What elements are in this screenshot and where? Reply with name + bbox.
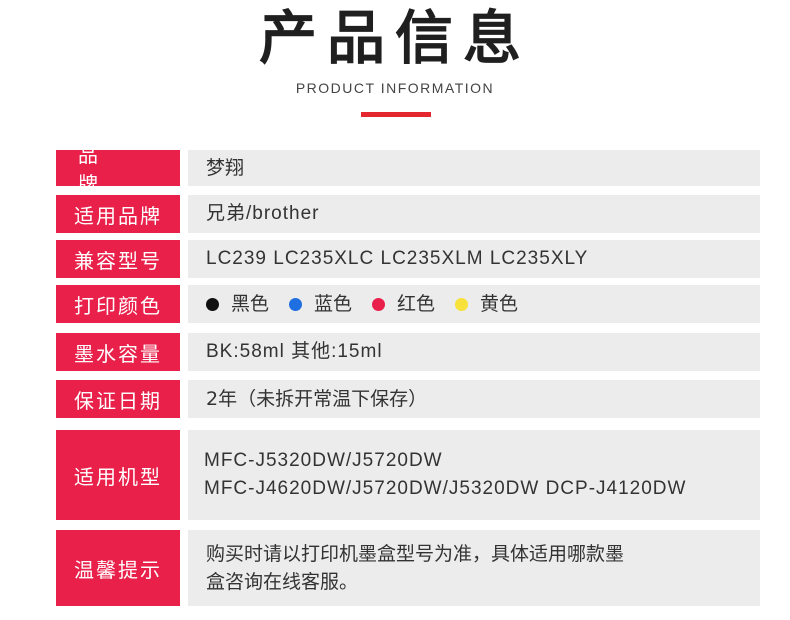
page-title: 产品信息	[258, 4, 531, 72]
color-item-black: 黑色	[206, 290, 269, 318]
yellow-dot-icon	[455, 297, 469, 311]
tip-line-1: 购买时请以打印机墨盒型号为准，具体适用哪款墨	[206, 543, 625, 565]
row-value-brand: 梦翔	[188, 150, 760, 186]
color-item-red: 红色	[372, 290, 435, 318]
row-tips: 温馨提示 购买时请以打印机墨盒型号为准，具体适用哪款墨 盒咨询在线客服。	[56, 530, 760, 606]
row-label-model: 兼容型号	[56, 240, 180, 278]
row-value-capacity: BK:58ml 其他:15ml	[188, 333, 760, 371]
row-warranty: 保证日期 2年（未拆开常温下保存）	[56, 380, 760, 418]
row-value-tips: 购买时请以打印机墨盒型号为准，具体适用哪款墨 盒咨询在线客服。	[188, 530, 760, 606]
color-name: 红色	[397, 293, 436, 315]
row-model: 兼容型号 LC239 LC235XLC LC235XLM LC235XLY	[56, 240, 760, 278]
black-dot-icon	[206, 297, 219, 311]
row-label-applicable-brand: 适用品牌	[56, 195, 180, 233]
color-name: 蓝色	[314, 293, 353, 315]
row-capacity: 墨水容量 BK:58ml 其他:15ml	[56, 333, 760, 371]
row-label-print-colors: 打印颜色	[56, 285, 180, 323]
page-subtitle: PRODUCT INFORMATION	[295, 80, 495, 96]
row-applicable-brand: 适用品牌 兄弟/brother	[56, 195, 760, 233]
machine-line-2: MFC-J4620DW/J5720DW/J5320DW DCP-J4120DW	[204, 478, 687, 499]
machine-line-1: MFC-J5320DW/J5720DW	[204, 450, 443, 471]
color-list: 黑色 蓝色 红色 黄色	[206, 290, 760, 318]
row-value-applicable-brand: 兄弟/brother	[188, 195, 760, 233]
title-accent-bar	[361, 112, 431, 117]
red-dot-icon	[372, 297, 386, 311]
row-print-colors: 打印颜色 黑色 蓝色 红色 黄色	[56, 285, 760, 323]
row-brand: 品 牌 梦翔	[56, 143, 760, 196]
page-header: 产品信息 PRODUCT INFORMATION	[0, 0, 790, 120]
row-value-warranty: 2年（未拆开常温下保存）	[188, 380, 760, 418]
row-value-machines: MFC-J5320DW/J5720DW MFC-J4620DW/J5720DW/…	[188, 430, 760, 520]
color-item-yellow: 黄色	[455, 290, 518, 318]
row-label-warranty: 保证日期	[56, 380, 180, 418]
row-label-machines: 适用机型	[56, 430, 180, 520]
color-name: 黄色	[480, 293, 519, 315]
row-label-tips: 温馨提示	[56, 530, 180, 606]
blue-dot-icon	[289, 297, 303, 311]
tip-line-2: 盒咨询在线客服。	[206, 571, 359, 593]
row-value-print-colors: 黑色 蓝色 红色 黄色	[188, 285, 760, 323]
row-label-capacity: 墨水容量	[56, 333, 180, 371]
row-value-model: LC239 LC235XLC LC235XLM LC235XLY	[188, 240, 760, 278]
row-label-brand: 品 牌	[56, 143, 180, 196]
color-name: 黑色	[231, 293, 270, 315]
color-item-blue: 蓝色	[289, 290, 352, 318]
row-machines: 适用机型 MFC-J5320DW/J5720DW MFC-J4620DW/J57…	[56, 430, 760, 520]
